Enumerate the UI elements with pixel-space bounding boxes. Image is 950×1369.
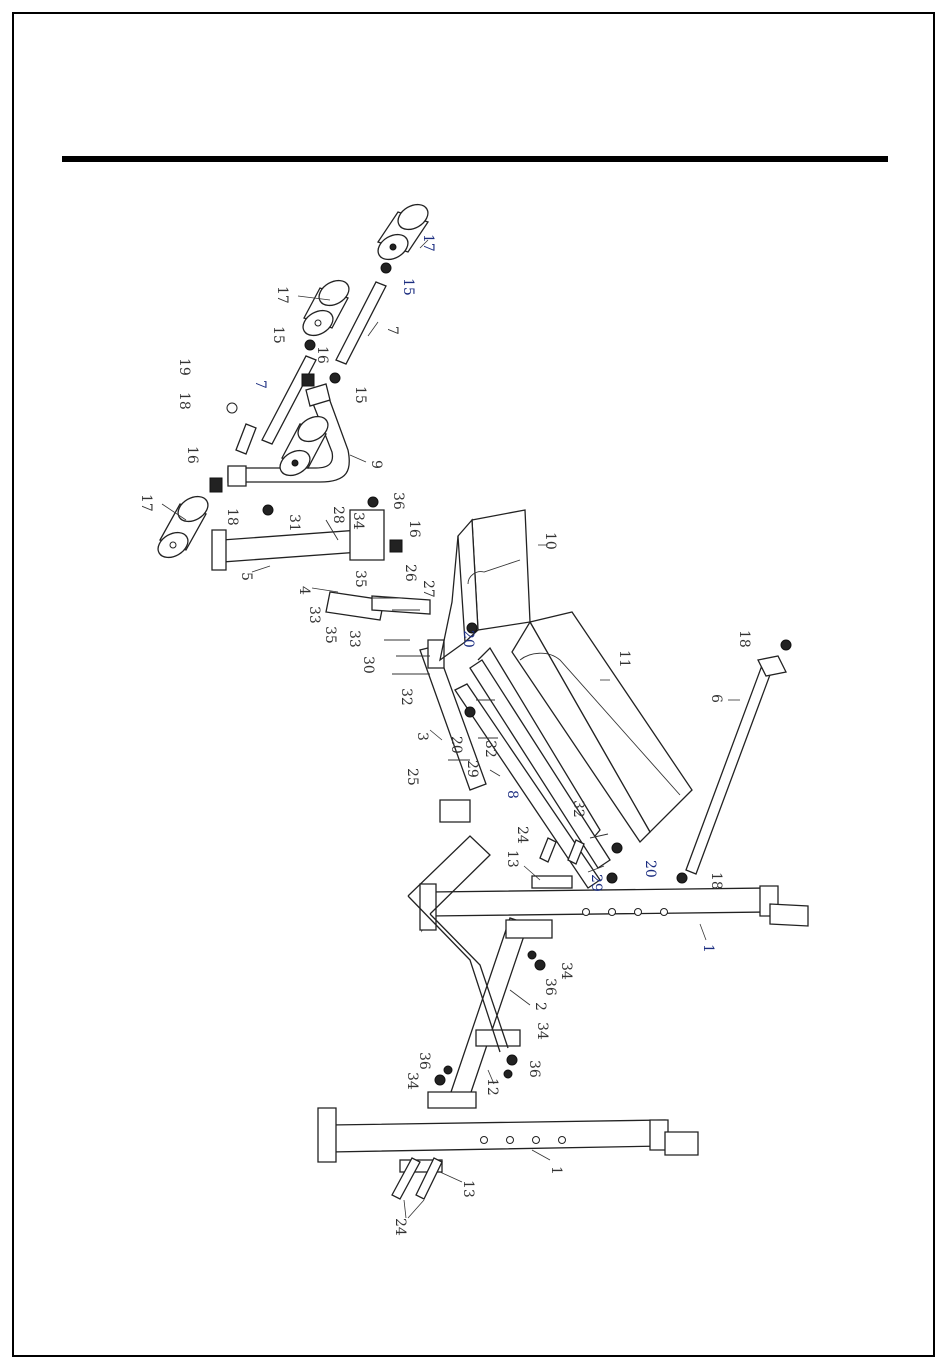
- label-15-a: 15: [400, 278, 416, 296]
- label-1-left: 1: [548, 1166, 564, 1175]
- label-18-d: 18: [708, 872, 724, 890]
- label-1-right: 1: [700, 944, 716, 953]
- label-32-c: 32: [570, 800, 586, 818]
- label-17-a: 17: [420, 234, 436, 252]
- label-34-d: 34: [404, 1072, 420, 1090]
- label-34-c: 34: [534, 1022, 550, 1040]
- seat-pad-10: [440, 510, 530, 660]
- label-18-b: 18: [224, 508, 240, 526]
- label-28: 28: [330, 506, 346, 524]
- label-3: 3: [414, 732, 430, 741]
- label-12: 12: [484, 1078, 500, 1096]
- label-36-a: 36: [390, 492, 406, 510]
- label-13-a: 13: [504, 850, 520, 868]
- label-25: 25: [404, 768, 420, 786]
- leg-1-left: [318, 1108, 698, 1162]
- label-18-a: 18: [176, 392, 192, 410]
- roller-bottom: [154, 491, 213, 562]
- label-35-a: 35: [322, 626, 338, 644]
- label-30: 30: [360, 656, 376, 674]
- label-16-c: 16: [406, 520, 422, 538]
- hardware: [210, 263, 791, 1199]
- label-16-b: 16: [184, 446, 200, 464]
- label-15-b: 15: [270, 326, 286, 344]
- label-7-a: 7: [384, 326, 400, 335]
- label-13-b: 13: [460, 1180, 476, 1198]
- label-29-a: 29: [464, 760, 480, 778]
- label-26: 26: [402, 564, 418, 582]
- label-11: 11: [616, 650, 632, 668]
- label-24-a: 24: [514, 826, 530, 844]
- leg-1-right: [420, 884, 808, 930]
- label-36-d: 36: [416, 1052, 432, 1070]
- label-20-a: 20: [460, 630, 476, 648]
- label-10: 10: [542, 532, 558, 550]
- label-36-b: 36: [542, 978, 558, 996]
- label-27: 27: [420, 580, 436, 598]
- label-20-c: 20: [642, 860, 658, 878]
- roller-top: [374, 199, 433, 264]
- label-7-b: 7: [252, 380, 268, 389]
- label-24-b: 24: [392, 1218, 408, 1236]
- label-20-b: 20: [448, 736, 464, 754]
- label-36-c: 36: [526, 1060, 542, 1078]
- label-17-b: 17: [274, 286, 290, 304]
- roller-second: [299, 275, 354, 340]
- label-2: 2: [532, 1002, 548, 1011]
- label-4: 4: [296, 586, 312, 595]
- label-33-b: 33: [346, 630, 362, 648]
- label-17-c: 17: [138, 494, 154, 512]
- bracket-4: [326, 592, 430, 620]
- label-15-c: 15: [352, 386, 368, 404]
- label-19: 19: [176, 358, 192, 376]
- label-16-a: 16: [314, 346, 330, 364]
- label-5: 5: [238, 572, 254, 581]
- label-9: 9: [368, 460, 384, 469]
- label-32-a: 32: [398, 688, 414, 706]
- label-31: 31: [286, 514, 302, 532]
- part-labels: 1 1 2 3 4 5 6 7 7 8 9 10 11 12 13 13 15 …: [138, 234, 752, 1236]
- label-6: 6: [708, 694, 724, 703]
- label-34-b: 34: [558, 962, 574, 980]
- label-29-b: 29: [588, 874, 604, 892]
- label-34-a: 34: [350, 512, 366, 530]
- label-35-b: 35: [352, 570, 368, 588]
- label-8: 8: [504, 790, 520, 799]
- rod-6: [686, 656, 786, 874]
- label-18-c: 18: [736, 630, 752, 648]
- label-33-a: 33: [306, 606, 322, 624]
- label-32-b: 32: [482, 740, 498, 758]
